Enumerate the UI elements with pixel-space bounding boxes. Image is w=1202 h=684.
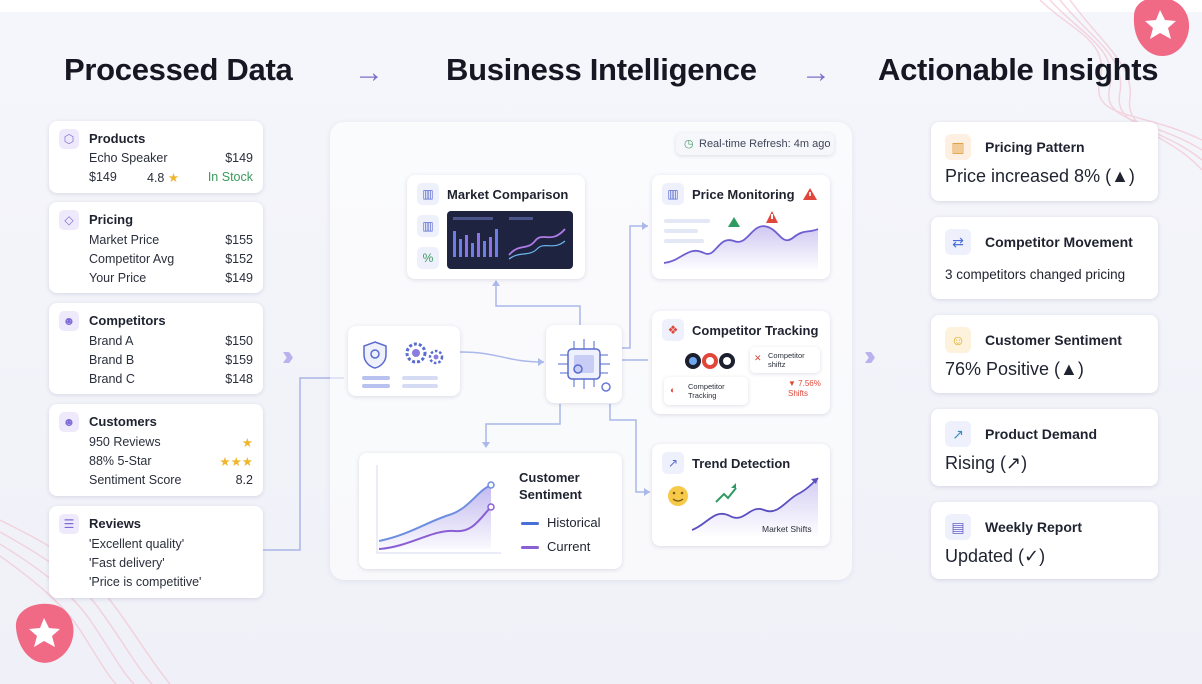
list-item: Brand C $148 bbox=[89, 372, 253, 386]
list-item: 'Excellent quality' bbox=[89, 537, 185, 551]
customer-sentiment-chart-card: Customer Sentiment Historical Current bbox=[359, 453, 622, 569]
reviews-card: ☰ Reviews 'Excellent quality' 'Fast deli… bbox=[49, 506, 263, 598]
flow-arrow-2: → bbox=[801, 56, 831, 89]
box-icon: ⬡ bbox=[59, 129, 79, 149]
alert-triangle-icon bbox=[803, 188, 817, 200]
stars-icon: ★★★ bbox=[219, 455, 253, 469]
bar-chart-icon: ▥ bbox=[417, 183, 439, 205]
legend-current: Current bbox=[521, 539, 590, 554]
star-icon: ★ bbox=[241, 436, 253, 450]
price-monitoring-card: ▥ Price Monitoring bbox=[652, 175, 830, 279]
bar-chart-icon: ▥ bbox=[417, 215, 439, 237]
price-monitoring-graphic bbox=[663, 211, 819, 271]
shift-delta: ▼ 7.56% Shifts bbox=[788, 379, 821, 398]
users-icon: ☻ bbox=[59, 311, 79, 331]
competitors-card: ☻ Competitors Brand A $150 Brand B $159 … bbox=[49, 303, 263, 394]
insight-competitor-movement: ⇄ Competitor Movement 3 competitors chan… bbox=[931, 217, 1158, 299]
legend-swatch bbox=[521, 522, 539, 526]
list-item: 950 Reviews ★ bbox=[89, 435, 253, 450]
insight-pricing-pattern: ▥ Pricing Pattern Price increased 8% (▲) bbox=[931, 122, 1158, 201]
list-item: Market Price $155 bbox=[89, 233, 253, 247]
users-icon: ☻ bbox=[59, 412, 79, 432]
competitor-chip: ✕ Competitor shiftz bbox=[750, 347, 820, 373]
bar-chart-icon: ▥ bbox=[662, 183, 684, 205]
customers-card: ☻ Customers 950 Reviews ★ 88% 5-Star ★★★… bbox=[49, 404, 263, 496]
insight-product-demand: ↗ Product Demand Rising (↗) bbox=[931, 409, 1158, 486]
list-item: $149 4.8 ★ In Stock bbox=[89, 170, 253, 185]
document-icon: ▤ bbox=[945, 514, 971, 540]
competitor-logos-icon bbox=[685, 353, 735, 369]
list-item: Competitor Avg $152 bbox=[89, 252, 253, 266]
competitor-logo-icon: ✕ bbox=[754, 353, 762, 363]
list-item: Sentiment Score 8.2 bbox=[89, 473, 253, 487]
heading-business-intelligence: Business Intelligence bbox=[446, 52, 757, 87]
swap-arrows-icon: ⇄ bbox=[945, 229, 971, 255]
insight-customer-sentiment: ☺ Customer Sentiment 76% Positive (▲) bbox=[931, 315, 1158, 393]
market-comparison-screen bbox=[447, 211, 573, 269]
list-item: Echo Speaker $149 bbox=[89, 151, 253, 165]
dark-chart-graphic bbox=[453, 217, 566, 260]
legend-swatch bbox=[521, 546, 539, 550]
data-pipeline-hub bbox=[348, 326, 460, 396]
stock-status: In Stock bbox=[207, 170, 253, 184]
grid-dots-icon: ❖ bbox=[662, 319, 684, 341]
list-item: 'Price is competitive' bbox=[89, 575, 202, 589]
trend-detection-card: ↗ Trend Detection Market Shifts bbox=[652, 444, 830, 546]
hub-bar bbox=[402, 376, 438, 380]
legend-historical: Historical bbox=[521, 515, 600, 530]
gears-icon bbox=[405, 342, 444, 365]
products-card: ⬡ Products Echo Speaker $149 $149 4.8 ★ … bbox=[49, 121, 263, 193]
price-tag-icon: ◇ bbox=[59, 210, 79, 230]
smiley-icon: ☺ bbox=[945, 327, 971, 353]
percent-icon: % bbox=[417, 247, 439, 269]
customer-sentiment-title: Customer Sentiment bbox=[519, 470, 582, 502]
heading-actionable-insights: Actionable Insights bbox=[878, 52, 1159, 87]
list-item: Brand B $159 bbox=[89, 353, 253, 367]
market-comparison-card: ▥ Market Comparison ▥ % bbox=[407, 175, 585, 279]
market-shifts-label: Market Shifts bbox=[762, 524, 812, 534]
cpu-icon bbox=[558, 339, 611, 392]
clock-icon: ◷ bbox=[684, 138, 694, 150]
star-icon: ★ bbox=[167, 171, 180, 185]
bar-chart-icon: ▥ bbox=[945, 134, 971, 160]
hub-bar bbox=[402, 384, 438, 388]
heading-processed-data: Processed Data bbox=[64, 52, 293, 87]
insight-weekly-report: ▤ Weekly Report Updated (✓) bbox=[931, 502, 1158, 579]
shield-icon bbox=[363, 341, 387, 369]
products-title: Products bbox=[89, 131, 146, 146]
list-item: 88% 5-Star ★★★ bbox=[89, 454, 253, 469]
list-item: 'Fast delivery' bbox=[89, 556, 165, 570]
competitor-tracking-card: ❖ Competitor Tracking ✕ Competitor shift… bbox=[652, 311, 830, 414]
list-icon: ☰ bbox=[59, 514, 79, 534]
processor-chip bbox=[546, 325, 622, 403]
trend-up-icon: ↗ bbox=[945, 421, 971, 447]
hub-bar bbox=[362, 384, 390, 388]
trend-up-icon: ↗ bbox=[662, 452, 684, 474]
hub-bar bbox=[362, 376, 390, 380]
list-item: Brand A $150 bbox=[89, 334, 253, 348]
trend-detection-graphic bbox=[668, 477, 819, 538]
sentiment-area-chart bbox=[376, 465, 501, 554]
pricing-card: ◇ Pricing Market Price $155 Competitor A… bbox=[49, 202, 263, 293]
competitor-chip: ◐ Competitor Tracking bbox=[664, 377, 748, 405]
list-item: Your Price $149 bbox=[89, 271, 253, 285]
competitor-logo-icon: ◐ bbox=[670, 385, 676, 395]
refresh-badge: ◷ Real-time Refresh: 4m ago bbox=[676, 133, 834, 155]
pink-star-badge-top bbox=[1133, 0, 1190, 56]
flow-arrow-1: → bbox=[354, 56, 384, 89]
pink-star-badge-bottom bbox=[15, 603, 74, 663]
